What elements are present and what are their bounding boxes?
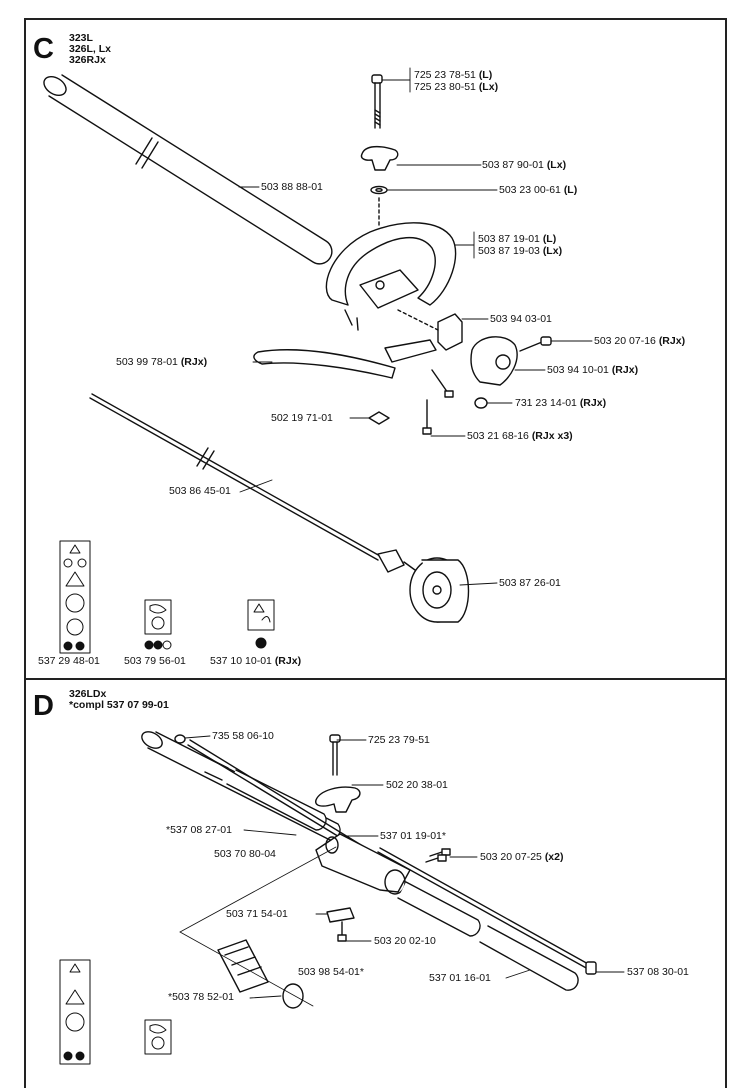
wheel-part: [409, 557, 470, 623]
loop-handle: [325, 222, 457, 331]
manual-decal-d: [144, 1019, 172, 1055]
washer-part: [370, 185, 388, 195]
warning-decal-stack: [59, 540, 91, 654]
part-label: 503 99 78-01 (RJx): [116, 356, 208, 368]
part-label: 503 88 88-01: [261, 181, 323, 193]
clamp-part: [397, 309, 463, 351]
clamp-d: [326, 907, 355, 923]
model-label: *compl 537 07 99-01: [69, 699, 169, 711]
nut-part: [474, 397, 488, 409]
part-label: 537 01 16-01: [429, 972, 491, 984]
part-label: 725 23 78-51 (L): [414, 69, 493, 81]
part-label: 537 10 10-01 (RJx): [210, 655, 302, 667]
part-label: 537 01 19-01*: [380, 830, 446, 842]
part-label: 503 21 68-16 (RJx x3): [467, 430, 573, 442]
knob-d: [315, 786, 361, 813]
lower-shaft: [377, 847, 597, 991]
section-d-frame: [24, 678, 727, 1088]
bracket-part: [470, 336, 518, 386]
part-label: 503 87 19-01 (L): [478, 233, 557, 245]
decal-rjx: [247, 599, 275, 649]
part-label: 503 79 56-01: [124, 655, 186, 667]
part-label: 503 71 54-01: [226, 908, 288, 920]
inner-shaft: [187, 739, 367, 853]
part-label: *503 78 52-01: [168, 991, 234, 1003]
model-label: 323L: [69, 32, 93, 44]
coupler-part: [315, 833, 411, 895]
plate-part: [368, 411, 390, 425]
filter-part: [217, 939, 304, 1009]
shaft-tube: [43, 74, 333, 265]
part-label: 537 08 30-01: [627, 966, 689, 978]
drive-shaft: [89, 393, 416, 573]
part-label: 503 23 00-61 (L): [499, 184, 578, 196]
part-label: 503 86 45-01: [169, 485, 231, 497]
model-label: 326RJx: [69, 54, 106, 66]
part-label: 503 20 02-10: [374, 935, 436, 947]
part-label: 503 70 80-04: [214, 848, 276, 860]
part-label: 502 19 71-01: [271, 412, 333, 424]
section-d-models: 326LDx *compl 537 07 99-01: [69, 689, 169, 711]
part-label: 503 87 90-01 (Lx): [482, 159, 567, 171]
part-label: 503 87 19-03 (Lx): [478, 245, 563, 257]
part-label: 731 23 14-01 (RJx): [515, 397, 607, 409]
part-label: 503 20 07-16 (RJx): [594, 335, 686, 347]
model-label: 326L, Lx: [69, 43, 112, 55]
part-label: *537 08 27-01: [166, 824, 232, 836]
bolt-part: [371, 74, 383, 129]
screw-part: [519, 336, 552, 352]
part-label: 735 58 06-10: [212, 730, 274, 742]
part-label: 502 20 38-01: [386, 779, 448, 791]
section-d-letter: D: [33, 690, 54, 722]
j-handle: [253, 339, 437, 379]
leader-lines-d: [184, 735, 625, 999]
knob-part: [360, 145, 399, 171]
part-label: 503 98 54-01*: [298, 966, 364, 978]
warning-decal-stack-d: [59, 959, 91, 1065]
leader-lines-c: [238, 67, 593, 586]
part-label: 503 94 10-01 (RJx): [547, 364, 639, 376]
model-label: 326LDx: [69, 688, 107, 700]
part-label: 537 29 48-01: [38, 655, 100, 667]
part-label: 503 20 07-25 (x2): [480, 851, 564, 863]
part-label: 503 87 26-01: [499, 577, 561, 589]
part-label: 725 23 79-51: [368, 734, 430, 746]
ring-part: [174, 734, 186, 744]
part-label: 725 23 80-51 (Lx): [414, 81, 499, 93]
part-label: 503 94 03-01: [490, 313, 552, 325]
manual-decal: [144, 599, 172, 650]
section-c-letter: C: [33, 33, 54, 65]
section-c-models: 323L 326L, Lx 326RJx: [69, 33, 111, 66]
